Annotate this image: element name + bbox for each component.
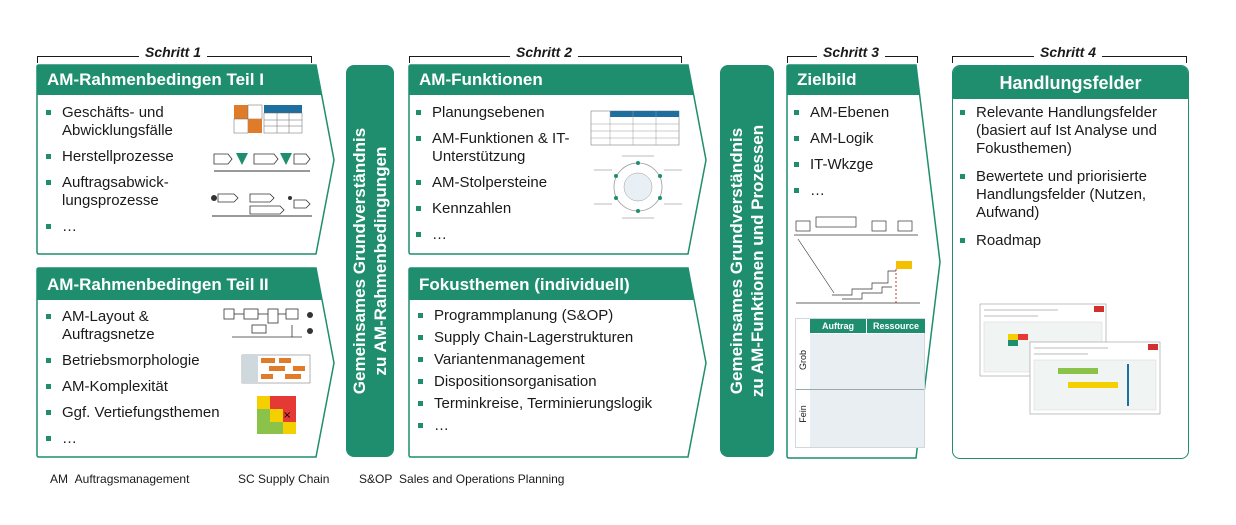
target-table-body (810, 334, 924, 447)
step1-label: Schritt 1 (138, 44, 208, 60)
box3-list: Planungsebenen AM-Funktionen & IT-Unters… (416, 104, 576, 252)
list-item: Terminkreise, Terminierungslogik (418, 395, 688, 413)
list-item: Roadmap (960, 232, 1180, 250)
svg-text:×: × (283, 410, 291, 421)
target-table: Auftrag Ressource Grob Fein (795, 318, 925, 448)
planning-table-thumbnail (590, 110, 680, 146)
list-item: … (46, 430, 236, 448)
production-process-thumbnail (213, 153, 311, 172)
list-item: Bewertete und priorisierte Handlungsfeld… (960, 168, 1180, 222)
box6-title: Handlungsfelder (953, 66, 1188, 99)
list-item: … (794, 182, 914, 200)
functions-cycle-thumbnail (594, 155, 682, 219)
target-table-row-fein: Fein (798, 405, 808, 423)
box1-list: Geschäfts- und Abwicklungsfälle Herstell… (46, 104, 196, 244)
box3-title: AM-Funktionen (419, 70, 543, 89)
understanding-band-2-text: Gemeinsames Grundverständnis zu AM-Funkt… (727, 124, 767, 398)
complexity-matrix-thumbnail: × (257, 396, 296, 434)
list-item: Supply Chain-Lagerstrukturen (418, 329, 688, 347)
box6-list: Relevante Handlungsfelder (basiert auf I… (960, 104, 1180, 258)
target-table-divider (796, 389, 924, 390)
list-item: Variantenmanagement (418, 351, 688, 369)
target-table-header-auftrag: Auftrag (810, 319, 866, 333)
list-item: IT-Wkzge (794, 156, 914, 174)
box2-title: AM-Rahmenbedingen Teil II (47, 275, 269, 294)
list-item: Herstellprozesse (46, 148, 196, 166)
legend-am: AM Auftragsmanagement (50, 472, 190, 486)
list-item: Dispositionsorganisation (418, 373, 688, 391)
target-table-row-grob: Grob (798, 350, 808, 371)
list-item: Auftragsabwick-lungsprozesse (46, 174, 196, 210)
legend-sc: SC Supply Chain (238, 472, 330, 486)
box5-title: Zielbild (797, 70, 857, 89)
list-item: … (416, 226, 576, 244)
layout-network-thumbnail (223, 308, 313, 338)
business-case-matrix-thumbnail (233, 104, 303, 134)
understanding-band-1 (346, 65, 394, 457)
list-item: … (46, 218, 196, 236)
list-item: AM-Layout & Auftragsnetze (46, 308, 192, 344)
list-item: AM-Logik (794, 130, 914, 148)
list-item: Relevante Handlungsfelder (basiert auf I… (960, 104, 1180, 158)
understanding-band-1-text: Gemeinsames Grundverständnis zu AM-Rahme… (350, 127, 390, 395)
list-item: Programmplanung (S&OP) (418, 307, 688, 325)
list-item: Betriebsmorphologie (46, 352, 236, 370)
list-item: AM-Stolpersteine (416, 174, 576, 192)
logic-diagram-thumbnail (794, 216, 920, 304)
report-documents-thumbnail (979, 303, 1161, 415)
morphology-table-thumbnail (241, 354, 311, 384)
box4-list: Programmplanung (S&OP) Supply Chain-Lage… (418, 307, 688, 439)
step2-label: Schritt 2 (509, 44, 579, 60)
box1-title: AM-Rahmenbedingen Teil I (47, 70, 264, 89)
list-item: … (418, 417, 688, 435)
list-item: AM-Funktionen & IT-Unterstützung (416, 130, 572, 166)
legend-sop: S&OP Sales and Operations Planning (359, 472, 565, 486)
list-item: Ggf. Vertiefungsthemen (46, 404, 236, 422)
order-process-thumbnail (211, 193, 312, 217)
list-item: Kennzahlen (416, 200, 576, 218)
box2-list: AM-Layout & Auftragsnetze Betriebsmorpho… (46, 308, 236, 456)
box4-title: Fokusthemen (individuell) (419, 275, 630, 294)
list-item: Geschäfts- und Abwicklungsfälle (46, 104, 196, 140)
target-table-header-ressource: Ressource (867, 319, 925, 333)
box4-arrow-shape (408, 267, 707, 458)
step4-label: Schritt 4 (1033, 44, 1103, 60)
list-item: AM-Ebenen (794, 104, 914, 122)
understanding-band-2 (720, 65, 774, 457)
box5-list: AM-Ebenen AM-Logik IT-Wkzge … (794, 104, 914, 208)
list-item: AM-Komplexität (46, 378, 236, 396)
list-item: Planungsebenen (416, 104, 576, 122)
step3-label: Schritt 3 (816, 44, 886, 60)
